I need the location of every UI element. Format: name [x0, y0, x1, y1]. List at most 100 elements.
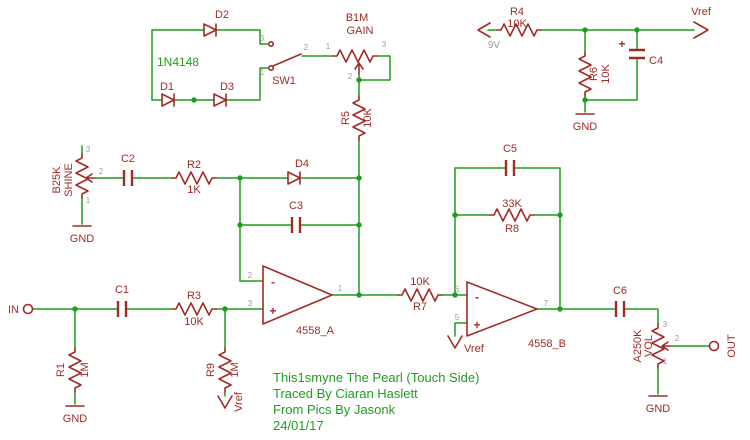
label-d1: D1 — [160, 81, 174, 93]
wire — [584, 57, 638, 101]
pot-gain-wiper — [354, 62, 364, 75]
junction-dot — [72, 306, 78, 312]
junction-dot — [557, 306, 563, 312]
wire — [225, 67, 269, 101]
junction-dot — [222, 306, 228, 312]
pin-number: 3 — [382, 40, 387, 49]
pin-numbers: 3 2 1 1 3 2 3 2 1 3 2 1 2 3 1 6 5 7 - + … — [86, 34, 680, 366]
junction-dot — [356, 175, 362, 181]
pin-number: 1 — [663, 357, 668, 366]
wire — [239, 177, 264, 282]
label-r4-value: 10K — [507, 18, 527, 30]
pin-number: 2 — [348, 72, 353, 81]
resistor-r1-symbol — [68, 347, 82, 393]
switch-sw1-lever — [272, 53, 302, 67]
label-in-port: IN — [8, 304, 19, 316]
junction-dot — [356, 77, 362, 83]
junction-dot — [356, 222, 362, 228]
9v-arrow-icon — [477, 22, 491, 38]
label-r9-value: 1M — [229, 362, 241, 377]
label-gain-name: B1M — [346, 12, 369, 24]
diode-d2-symbol — [203, 23, 217, 37]
pin-number: 6 — [455, 285, 460, 294]
label-c1: C1 — [115, 284, 129, 296]
pot-vol-wiper — [661, 341, 671, 351]
opamp-a-symbol — [262, 265, 333, 325]
opamp-a-inverting-sign: - — [271, 275, 275, 289]
vref-arrow-icon — [217, 395, 233, 409]
label-r4-name: R4 — [510, 6, 524, 18]
in-port — [22, 303, 34, 315]
label-r7-value: 10K — [410, 276, 430, 288]
pin-number: 3 — [248, 299, 253, 308]
pot-vol-body — [651, 323, 665, 369]
label-gnd: GND — [63, 413, 88, 425]
label-opamp-a: 4558_A — [296, 325, 335, 337]
label-gnd: GND — [646, 403, 671, 415]
note-date: 24/01/17 — [273, 418, 324, 433]
label-r7-name: R7 — [413, 301, 427, 313]
label-vol-name: A250K — [632, 329, 644, 363]
label-9v: 9V — [488, 40, 501, 51]
cap-c6-symbol — [614, 301, 626, 317]
labels: D2 D1 D3 D4 1N4148 SW1 B1M GAIN R5 10K R… — [8, 6, 738, 425]
note-source: From Pics By Jasonk — [273, 402, 396, 417]
vref-arrow-icon — [693, 21, 709, 39]
pot-gain-body — [332, 49, 378, 63]
resistor-r5-symbol — [352, 95, 366, 141]
label-gnd: GND — [70, 233, 95, 245]
pin-number: 1 — [326, 42, 331, 51]
pin-number: 3 — [260, 34, 265, 43]
wire — [358, 55, 391, 81]
pin-number: 3 — [86, 145, 91, 154]
wire — [215, 29, 269, 45]
pin-number: 1 — [338, 284, 343, 293]
junction-dot — [191, 97, 197, 103]
label-out-port: OUT — [726, 334, 738, 358]
diode-d1-symbol — [161, 93, 175, 107]
switch-sw1-symbol — [267, 40, 302, 72]
label-shine-name: B25K — [51, 166, 63, 194]
pin-number: 7 — [544, 299, 549, 308]
opamp-a-noninverting-sign: + — [269, 304, 276, 318]
wires — [32, 29, 710, 405]
pin-number: 2 — [675, 334, 680, 343]
label-vref: Vref — [233, 391, 245, 412]
resistor-r9-symbol — [218, 347, 232, 393]
label-r6-name: R6 — [588, 67, 600, 81]
note-title: This1smyne The Pearl (Touch Side) — [273, 370, 479, 385]
label-vref: Vref — [691, 6, 712, 18]
cap-c1-symbol — [116, 301, 128, 317]
resistor-r2-symbol — [171, 171, 217, 185]
label-d3: D3 — [220, 81, 234, 93]
label-gnd: GND — [573, 121, 598, 133]
label-diode-type: 1N4148 — [157, 55, 199, 69]
junction-dot — [452, 212, 458, 218]
note-traced-by: Traced By Ciaran Haslett — [273, 386, 418, 401]
label-r8-name: R8 — [505, 223, 519, 235]
label-r9-name: R9 — [205, 363, 217, 377]
label-r6-value: 10K — [600, 64, 612, 84]
resistor-r3-symbol — [171, 302, 217, 316]
switch-contact — [267, 40, 274, 47]
label-shine-value: SHINE — [63, 163, 75, 197]
label-r8-value: 33K — [502, 198, 522, 210]
label-d4: D4 — [295, 158, 309, 170]
label-c4: C4 — [649, 55, 663, 67]
junction-dot — [452, 292, 458, 298]
label-r1-name: R1 — [55, 363, 67, 377]
junction-dot — [557, 212, 563, 218]
pot-shine-body — [75, 153, 89, 199]
label-r5-name: R5 — [340, 111, 352, 125]
wire — [623, 308, 659, 325]
junction-dot — [582, 97, 588, 103]
label-r3-value: 10K — [184, 316, 204, 328]
pin-number: 1 — [86, 196, 91, 205]
resistor-r7-symbol — [397, 288, 443, 302]
label-d2: D2 — [215, 9, 229, 21]
component-symbols — [22, 21, 720, 409]
opamp-b-noninverting-sign: + — [473, 318, 480, 332]
pot-shine-wiper — [85, 173, 95, 183]
